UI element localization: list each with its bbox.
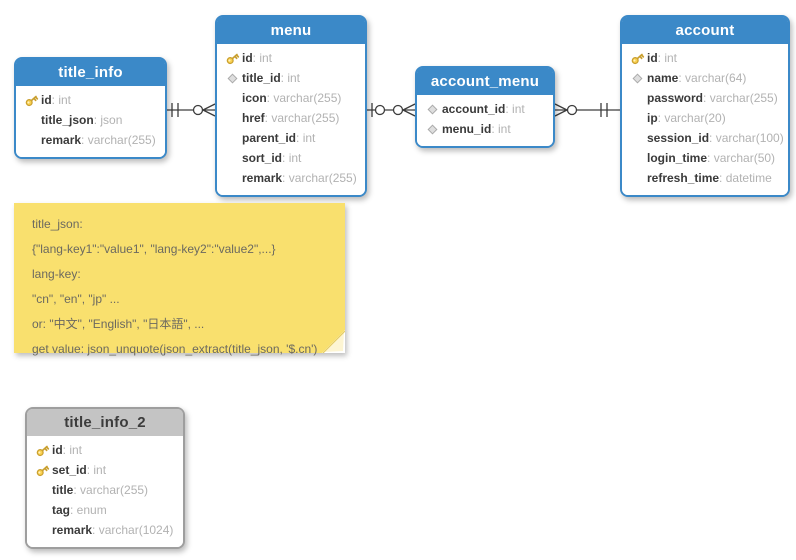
table-fields: idint set_idint titlevarchar(255) tagenu… — [27, 436, 183, 547]
entity-table-account_menu[interactable]: account_menu account_idint menu_idint — [415, 66, 555, 148]
cardinality-zero-circle — [192, 104, 204, 116]
cardinality-zero-circle — [566, 104, 578, 116]
table-row: remarkvarchar(255) — [16, 130, 165, 150]
entity-table-account[interactable]: account idint namevarchar(64) passwordva… — [620, 15, 790, 197]
crow-foot-many — [554, 103, 568, 117]
note-line: or: "中文", "English", "日本語", ... — [32, 317, 205, 331]
cardinality-zero-circle — [374, 104, 386, 116]
note-text: title_json: {"lang-key1":"value1", "lang… — [32, 212, 331, 362]
connector-title_info-menu[interactable] — [167, 103, 216, 117]
table-row: iconvarchar(255) — [217, 88, 365, 108]
table-row: account_idint — [417, 99, 553, 119]
entity-table-title_info_2[interactable]: title_info_2 idint set_idint titlevarcha… — [25, 407, 185, 549]
table-row: set_idint — [27, 460, 183, 480]
table-row: passwordvarchar(255) — [622, 88, 788, 108]
connector-menu-account_menu[interactable] — [367, 103, 416, 117]
key-icon — [22, 93, 41, 108]
table-row: title_idint — [217, 68, 365, 88]
diamond-icon — [423, 104, 442, 115]
table-title: account_menu — [430, 73, 540, 90]
note-folded-corner — [322, 330, 345, 353]
table-row: namevarchar(64) — [622, 68, 788, 88]
diamond-icon — [628, 73, 647, 84]
table-title: title_info — [58, 64, 123, 81]
table-row: remarkvarchar(1024) — [27, 520, 183, 540]
table-row: idint — [16, 90, 165, 110]
entity-table-title_info[interactable]: title_info idint title_jsonjson remarkva… — [14, 57, 167, 159]
key-icon — [628, 51, 647, 66]
key-icon — [223, 51, 242, 66]
diamond-icon — [423, 124, 442, 135]
table-row: titlevarchar(255) — [27, 480, 183, 500]
table-row: idint — [622, 48, 788, 68]
note-line: lang-key: — [32, 267, 81, 281]
table-header: account_menu — [417, 68, 553, 95]
table-row: idint — [27, 440, 183, 460]
table-row: parent_idint — [217, 128, 365, 148]
table-fields: idint title_idint iconvarchar(255) hrefv… — [217, 44, 365, 195]
key-icon — [33, 443, 52, 458]
crow-foot-many — [402, 103, 416, 117]
cardinality-zero-circle — [392, 104, 404, 116]
table-fields: idint namevarchar(64) passwordvarchar(25… — [622, 44, 788, 195]
table-fields: idint title_jsonjson remarkvarchar(255) — [16, 86, 165, 157]
table-header: account — [622, 17, 788, 44]
table-row: menu_idint — [417, 119, 553, 139]
crow-foot-many — [202, 103, 216, 117]
note-line: get value: json_unquote(json_extract(tit… — [32, 342, 318, 356]
note-line: {"lang-key1":"value1", "lang-key2":"valu… — [32, 242, 276, 256]
table-row: tagenum — [27, 500, 183, 520]
table-header: menu — [217, 17, 365, 44]
key-icon — [33, 463, 52, 478]
table-row: session_idvarchar(100) — [622, 128, 788, 148]
table-header: title_info_2 — [27, 409, 183, 436]
table-row: hrefvarchar(255) — [217, 108, 365, 128]
table-row: login_timevarchar(50) — [622, 148, 788, 168]
diamond-icon — [223, 73, 242, 84]
table-row: idint — [217, 48, 365, 68]
table-title: title_info_2 — [64, 414, 146, 431]
table-row: title_jsonjson — [16, 110, 165, 130]
table-fields: account_idint menu_idint — [417, 95, 553, 146]
table-row: remarkvarchar(255) — [217, 168, 365, 188]
table-title: account — [675, 22, 735, 39]
note-line: "cn", "en", "jp" ... — [32, 292, 120, 306]
connector-account_menu-account[interactable] — [554, 103, 620, 117]
sticky-note[interactable]: title_json: {"lang-key1":"value1", "lang… — [14, 203, 345, 356]
entity-table-menu[interactable]: menu idint title_idint iconvarchar(255) … — [215, 15, 367, 197]
table-header: title_info — [16, 59, 165, 86]
note-line: title_json: — [32, 217, 83, 231]
table-title: menu — [270, 22, 312, 39]
table-row: refresh_timedatetime — [622, 168, 788, 188]
table-row: sort_idint — [217, 148, 365, 168]
table-row: ipvarchar(20) — [622, 108, 788, 128]
